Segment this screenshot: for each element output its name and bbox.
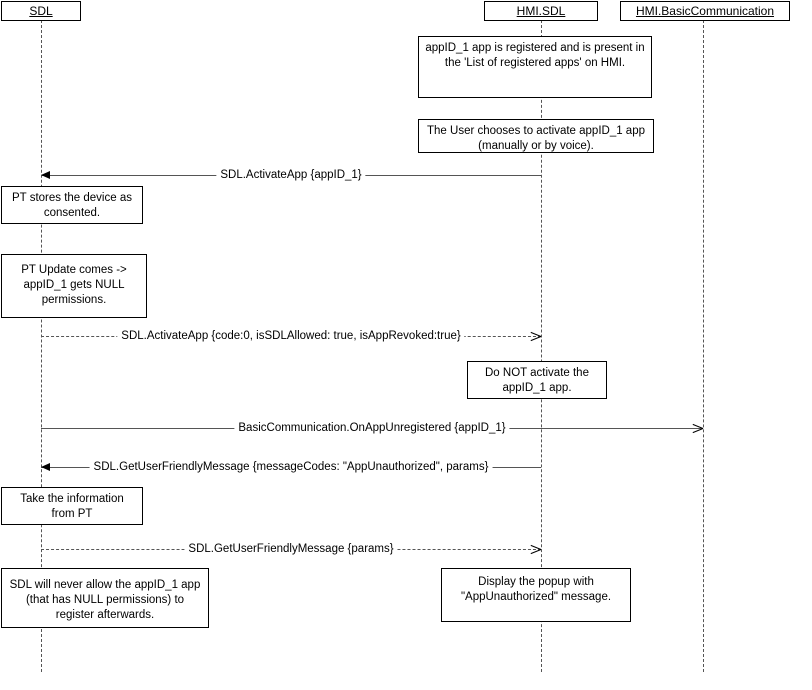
participant-label: SDL [29,4,53,18]
message-get-user-friendly-message[interactable]: SDL.GetUserFriendlyMessage {messageCodes… [41,456,541,478]
note-fold-icon [637,36,652,37]
arrowhead-left-icon [41,463,50,471]
lifeline-hmi-sdl [541,20,542,672]
note-app-registered: appID_1 app is registered and is present… [418,36,652,98]
note-pt-update: PT Update comes -> appID_1 gets NULL per… [1,254,147,318]
note-fold-icon [128,487,143,488]
note-fold-icon [592,361,607,362]
note-text: The User chooses to activate appID_1 app… [427,125,645,152]
note-take-information: Take the information from PT [1,487,143,525]
message-label: SDL.ActivateApp {code:0, isSDLAllowed: t… [117,325,465,347]
note-text: Do NOT activate the appID_1 app. [485,367,589,394]
note-pt-stores-device: PT stores the device as consented. [1,186,143,224]
note-do-not-activate: Do NOT activate the appID_1 app. [467,361,607,399]
note-text: appID_1 app is registered and is present… [425,42,645,69]
note-fold-icon [616,568,631,569]
note-fold-icon [194,568,209,569]
participant-hmi-basiccommunication[interactable]: HMI.BasicCommunication [620,1,790,21]
message-activate-app-response[interactable]: SDL.ActivateApp {code:0, isSDLAllowed: t… [41,325,542,347]
note-text: Take the information from PT [20,493,124,520]
note-fold-icon [132,254,147,255]
note-user-activates: The User chooses to activate appID_1 app… [418,119,654,153]
note-text: PT Update comes -> appID_1 gets NULL per… [21,264,127,306]
message-activate-app[interactable]: SDL.ActivateApp {appID_1} [41,164,541,186]
lifeline-sdl [41,20,42,672]
note-text: SDL will never allow the appID_1 app (th… [9,579,201,621]
message-label: SDL.GetUserFriendlyMessage {params} [184,538,398,560]
message-label: SDL.ActivateApp {appID_1} [216,164,366,186]
participant-label: HMI.SDL [516,4,566,18]
message-on-app-unregistered[interactable]: BasicCommunication.OnAppUnregistered {ap… [41,417,704,439]
note-display-popup: Display the popup with "AppUnauthorized"… [441,568,631,622]
lifeline-hmi-basiccommunication [703,20,704,672]
arrowhead-left-icon [41,171,50,179]
participant-sdl[interactable]: SDL [1,1,81,21]
note-text: PT stores the device as consented. [12,192,132,219]
message-label: BasicCommunication.OnAppUnregistered {ap… [234,417,510,439]
participant-label: HMI.BasicCommunication [635,4,775,18]
participant-hmi-sdl[interactable]: HMI.SDL [484,1,598,21]
message-label: SDL.GetUserFriendlyMessage {messageCodes… [89,456,493,478]
note-never-allow: SDL will never allow the appID_1 app (th… [1,568,209,628]
message-get-user-friendly-message-response[interactable]: SDL.GetUserFriendlyMessage {params} [41,538,542,560]
note-fold-icon [639,119,654,120]
note-text: Display the popup with "AppUnauthorized"… [460,576,612,603]
note-fold-icon [128,186,143,187]
